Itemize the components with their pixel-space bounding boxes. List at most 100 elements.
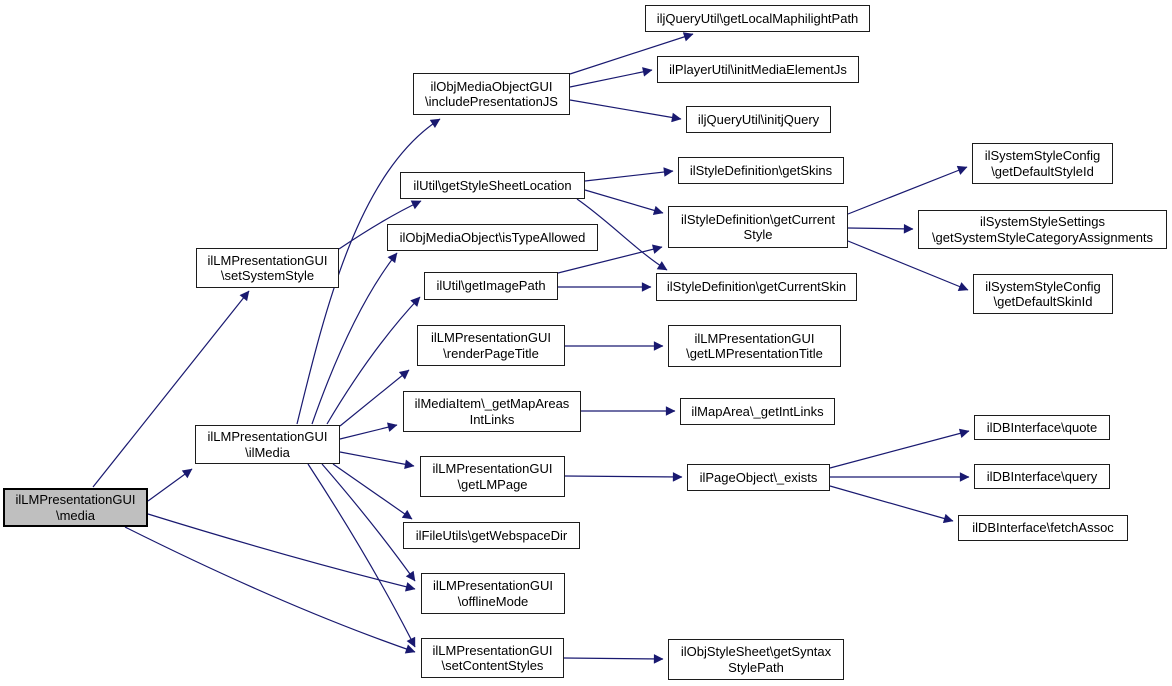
- node-label-line: IntLinks: [469, 411, 515, 427]
- node-getLocalMaphilightPath[interactable]: iljQueryUtil\getLocalMaphilightPath: [645, 5, 870, 32]
- node-getSystemStyleCategoryAssignments[interactable]: ilSystemStyleSettings\getSystemStyleCate…: [918, 210, 1167, 249]
- node-label-line: ilStyleDefinition\getSkins: [689, 162, 833, 178]
- edge-getStyleSheetLocation-getCurrentSkin: [576, 198, 668, 271]
- node-label-line: \setSystemStyle: [220, 268, 315, 283]
- node-label-line: \getLMPage: [457, 476, 528, 492]
- edge-includePresentationJS-initjQuery: [569, 99, 682, 123]
- node-getStyleSheetLocation[interactable]: ilUtil\getStyleSheetLocation: [400, 172, 585, 199]
- node-label-line: \getDefaultSkinId: [993, 294, 1093, 309]
- node-quote[interactable]: ilDBInterface\quote: [974, 415, 1110, 440]
- node-label-line: ilUtil\getImagePath: [436, 278, 546, 294]
- node-label-line: ilUtil\getStyleSheetLocation: [413, 177, 572, 193]
- edge-includePresentationJS-initMediaElementJs: [569, 67, 653, 88]
- node-label-line: ilSystemStyleSettings: [980, 214, 1105, 230]
- node-label-line: Style: [743, 227, 773, 242]
- edge-exists-quote: [829, 428, 970, 469]
- node-label-line: ilDBInterface\quote: [986, 419, 1098, 435]
- node-renderPageTitle[interactable]: ilLMPresentationGUI\renderPageTitle: [417, 325, 565, 366]
- edge-ilMedia-getMapAreasIntLinks: [339, 422, 398, 440]
- edge-getStyleSheetLocation-getSkins: [584, 167, 674, 182]
- node-label-line: ilStyleDefinition\getCurrentSkin: [666, 279, 847, 295]
- node-exists[interactable]: ilPageObject\_exists: [687, 464, 830, 491]
- node-label-line: ilSystemStyleConfig: [984, 148, 1101, 164]
- node-label-line: iljQueryUtil\getLocalMaphilightPath: [656, 10, 859, 26]
- node-label-line: ilDBInterface\query: [986, 468, 1098, 484]
- edge-ilMedia-includePresentationJS: [296, 118, 441, 425]
- edge-getCurrentStyle-getDefaultSkinId: [847, 240, 969, 291]
- edge-ilMedia-renderPageTitle: [339, 369, 410, 427]
- node-isTypeAllowed[interactable]: ilObjMediaObject\isTypeAllowed: [387, 224, 598, 251]
- node-label-line: ilSystemStyleConfig: [985, 278, 1101, 294]
- node-query[interactable]: ilDBInterface\query: [974, 464, 1110, 489]
- edge-ilMedia-getWebspaceDir: [332, 463, 413, 520]
- edge-ilMedia-isTypeAllowed: [311, 252, 398, 425]
- node-initjQuery[interactable]: iljQueryUtil\initjQuery: [686, 106, 831, 133]
- node-label-line: StylePath: [728, 659, 784, 675]
- node-getLMPage[interactable]: ilLMPresentationGUI\getLMPage: [420, 456, 565, 497]
- node-getDefaultSkinId[interactable]: ilSystemStyleConfig\getDefaultSkinId: [973, 274, 1113, 314]
- node-getDefaultStyleId[interactable]: ilSystemStyleConfig\getDefaultStyleId: [972, 143, 1113, 184]
- edge-media-setContentStyles: [124, 526, 416, 654]
- node-label-line: ilLMPresentationGUI: [694, 330, 815, 346]
- edge-ilMedia-setContentStyles: [307, 463, 416, 648]
- node-label-line: \offlineMode: [457, 593, 529, 609]
- edge-media-offlineMode: [147, 513, 416, 592]
- node-initMediaElementJs[interactable]: ilPlayerUtil\initMediaElementJs: [657, 56, 859, 83]
- node-fetchAssoc[interactable]: ilDBInterface\fetchAssoc: [958, 515, 1128, 541]
- node-label-line: ilLMPresentationGUI: [207, 252, 328, 268]
- edge-getStyleSheetLocation-getCurrentStyle: [584, 189, 664, 216]
- node-label-line: \media: [55, 507, 96, 523]
- node-label-line: \renderPageTitle: [443, 345, 539, 361]
- node-getWebspaceDir[interactable]: ilFileUtils\getWebspaceDir: [403, 522, 580, 549]
- node-label-line: ilLMPresentationGUI: [432, 642, 553, 658]
- node-label-line: ilLMPresentationGUI: [207, 429, 328, 445]
- node-label-line: ilPageObject\_exists: [699, 469, 818, 485]
- edge-ilMedia-getLMPage: [339, 451, 415, 470]
- node-label-line: ilPlayerUtil\initMediaElementJs: [669, 61, 847, 77]
- edge-setSystemStyle-getStyleSheetLocation: [338, 200, 422, 250]
- edge-exists-fetchAssoc: [829, 485, 954, 524]
- edge-getCurrentStyle-getDefaultStyleId: [847, 165, 968, 215]
- node-label-line: ilObjStyleSheet\getSyntax: [680, 644, 832, 660]
- node-getLMPresentationTitle[interactable]: ilLMPresentationGUI\getLMPresentationTit…: [668, 325, 841, 367]
- node-label-line: ilFileUtils\getWebspaceDir: [415, 527, 568, 543]
- node-label-line: ilMediaItem\_getMapAreas: [414, 396, 570, 412]
- node-label-line: ilStyleDefinition\getCurrent: [681, 211, 835, 227]
- node-label-line: ilObjMediaObject\isTypeAllowed: [399, 229, 586, 245]
- node-label-line: ilMapArea\_getIntLinks: [691, 403, 824, 419]
- edge-getCurrentStyle-getSystemStyleCategoryAssignments: [847, 224, 914, 234]
- node-label-line: ilLMPresentationGUI: [432, 461, 553, 477]
- node-label-line: ilLMPresentationGUI: [433, 578, 553, 594]
- edge-getImagePath-getCurrentStyle: [557, 244, 663, 274]
- node-label-line: \getSystemStyleCategoryAssignments: [931, 229, 1154, 245]
- node-offlineMode[interactable]: ilLMPresentationGUI\offlineMode: [421, 573, 565, 614]
- edges-group: [92, 32, 970, 664]
- node-label-line: ilLMPresentationGUI: [431, 330, 551, 346]
- node-label-line: \setContentStyles: [441, 658, 544, 673]
- edge-media-ilMedia: [147, 468, 193, 502]
- node-setContentStyles[interactable]: ilLMPresentationGUI\setContentStyles: [421, 638, 564, 678]
- node-label-line: ilObjMediaObjectGUI: [430, 78, 553, 94]
- node-label-line: ilDBInterface\fetchAssoc: [972, 520, 1114, 536]
- node-label-line: ilLMPresentationGUI: [15, 492, 136, 508]
- node-label-line: \getLMPresentationTitle: [686, 346, 823, 361]
- node-label-line: \getDefaultStyleId: [991, 163, 1094, 179]
- edge-getLMPage-exists: [564, 472, 683, 482]
- node-setSystemStyle[interactable]: ilLMPresentationGUI\setSystemStyle: [196, 248, 339, 288]
- node-getCurrentSkin[interactable]: ilStyleDefinition\getCurrentSkin: [656, 273, 857, 301]
- node-label-line: \ilMedia: [245, 444, 290, 460]
- edge-setContentStyles-getSyntaxStylePath: [563, 654, 664, 664]
- node-includePresentationJS[interactable]: ilObjMediaObjectGUI\includePresentationJ…: [413, 73, 570, 115]
- edge-ilMedia-getImagePath: [326, 296, 421, 425]
- node-getIntLinks[interactable]: ilMapArea\_getIntLinks: [680, 398, 835, 425]
- node-getSkins[interactable]: ilStyleDefinition\getSkins: [678, 157, 844, 184]
- edge-ilMedia-offlineMode: [321, 463, 416, 582]
- node-ilMedia[interactable]: ilLMPresentationGUI\ilMedia: [195, 425, 340, 464]
- node-getImagePath[interactable]: ilUtil\getImagePath: [424, 272, 558, 300]
- edge-includePresentationJS-getLocalMaphilightPath: [569, 32, 694, 75]
